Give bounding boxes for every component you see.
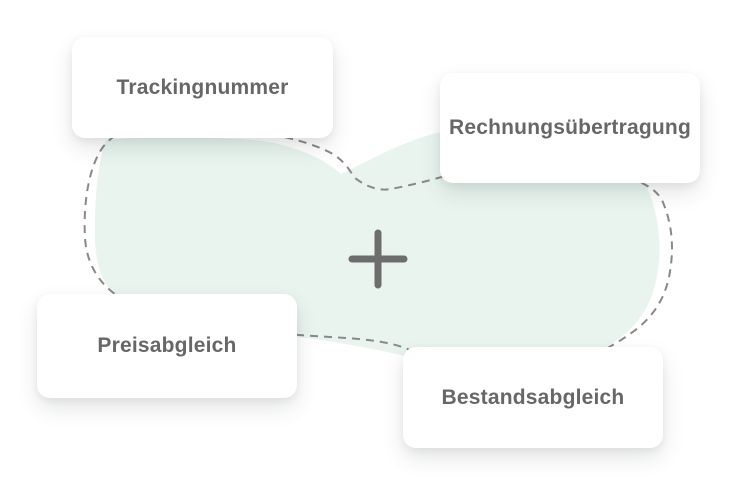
dashed-outline (83, 122, 673, 379)
plus-icon (348, 229, 408, 289)
card-preisabgleich: Preisabgleich (37, 294, 297, 398)
card-label: Preisabgleich (97, 334, 237, 357)
card-label: Rechnungsübertragung (448, 116, 691, 139)
card-label: Trackingnummer (116, 75, 289, 99)
card-bestandsabgleich: Bestandsabgleich (403, 347, 663, 448)
card-trackingnummer: Trackingnummer (72, 37, 333, 138)
card-label: Bestandsabgleich (441, 385, 625, 409)
card-rechnungsuebertragung: Rechnungsübertragung (440, 73, 700, 183)
